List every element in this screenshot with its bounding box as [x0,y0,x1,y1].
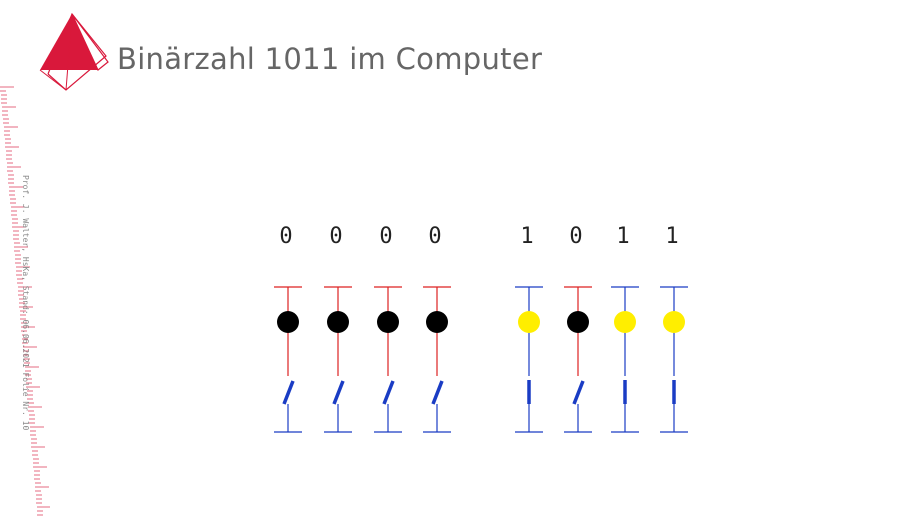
bit-column-2 [374,286,402,433]
switch-open-icon [382,380,395,405]
bit-column-5 [564,286,592,433]
bit-column-4 [515,286,543,433]
bit-column-3 [423,286,451,433]
decorative-ruler [0,86,50,516]
bit-digit-4: 1 [520,224,534,249]
switch-open-icon [431,380,444,405]
lamp-on-icon [518,311,540,333]
bit-column-6 [611,286,639,433]
lamp-off-icon [377,311,399,333]
bit-digit-2: 0 [379,224,393,249]
bit-column-0 [274,286,302,433]
bit-digit-1: 0 [329,224,343,249]
switch-open-icon [282,380,295,405]
lamp-on-icon [663,311,685,333]
lamp-off-icon [277,311,299,333]
bit-digit-5: 0 [569,224,583,249]
lamp-on-icon [614,311,636,333]
switch-open-icon [572,380,585,405]
slide-title: Binärzahl 1011 im Computer [117,42,543,76]
bit-digit-3: 0 [428,224,442,249]
bit-column-1 [324,286,352,433]
bit-digit-6: 1 [616,224,630,249]
lamp-off-icon [327,311,349,333]
bit-digit-0: 0 [279,224,293,249]
lamp-off-icon [567,311,589,333]
bit-digit-7: 1 [665,224,679,249]
university-logo [39,12,109,91]
lamp-off-icon [426,311,448,333]
bit-column-7 [660,286,688,433]
switch-open-icon [332,380,345,405]
